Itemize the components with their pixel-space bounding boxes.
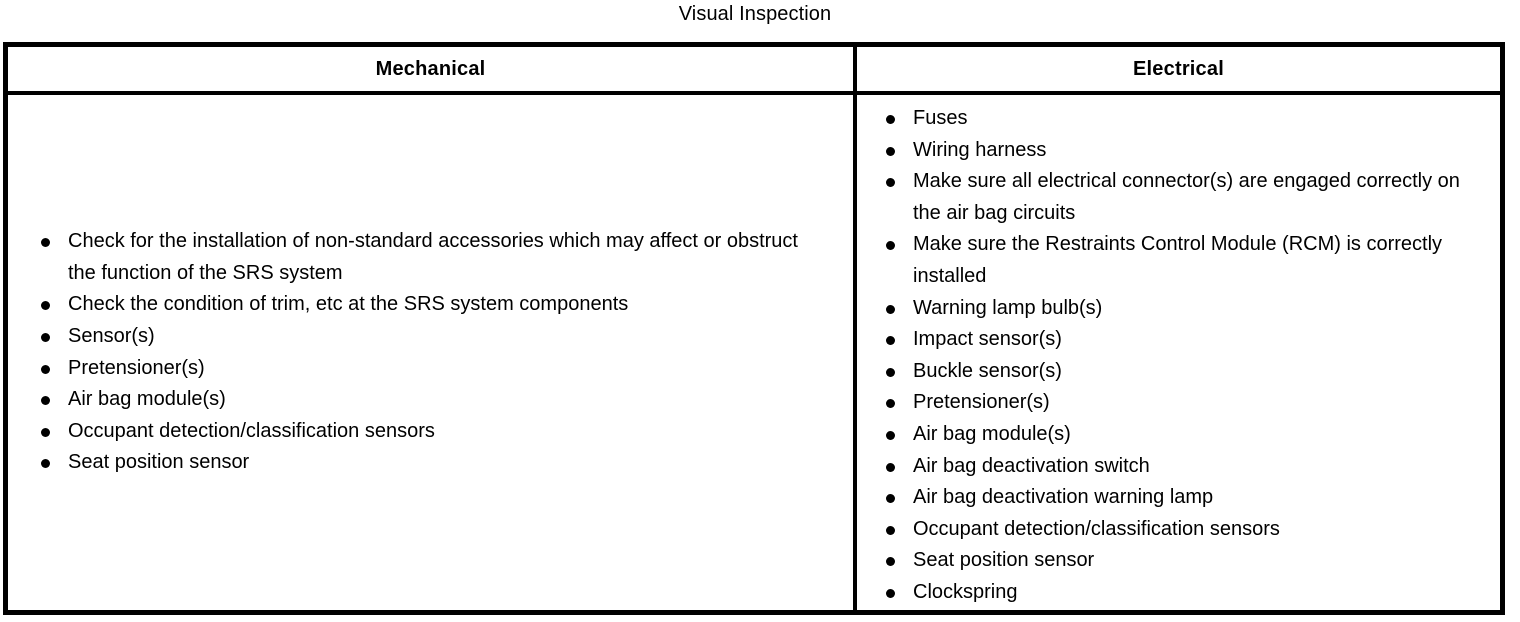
column-header-electrical-label: Electrical bbox=[1133, 57, 1224, 80]
body-cell-mechanical: Check for the installation of non-standa… bbox=[8, 95, 853, 610]
list-item: Buckle sensor(s) bbox=[883, 356, 1483, 388]
list-item: Occupant detection/classification sensor… bbox=[883, 514, 1483, 546]
visual-inspection-table: Mechanical Electrical Check for the inst… bbox=[3, 42, 1505, 615]
list-item: Sensor(s) bbox=[38, 321, 798, 353]
list-item: Pretensioner(s) bbox=[38, 353, 798, 385]
list-item: Pretensioner(s) bbox=[883, 387, 1483, 419]
list-item: Make sure the Restraints Control Module … bbox=[883, 229, 1483, 292]
header-cell-mechanical: Mechanical bbox=[8, 47, 853, 91]
list-item: Seat position sensor bbox=[883, 545, 1483, 577]
list-item: Impact sensor(s) bbox=[883, 324, 1483, 356]
list-item: Air bag module(s) bbox=[38, 384, 798, 416]
list-item: Air bag deactivation warning lamp bbox=[883, 482, 1483, 514]
mechanical-list-wrapper: Check for the installation of non-standa… bbox=[38, 95, 798, 610]
list-item: Wiring harness bbox=[883, 135, 1483, 167]
list-item: Clockspring bbox=[883, 577, 1483, 609]
list-item: Occupant detection/classification sensor… bbox=[38, 416, 798, 448]
list-item: Make sure all electrical connector(s) ar… bbox=[883, 166, 1483, 229]
header-cell-electrical: Electrical bbox=[853, 47, 1500, 91]
list-item: Air bag deactivation switch bbox=[883, 451, 1483, 483]
list-item: Air bag module(s) bbox=[883, 419, 1483, 451]
page-title: Visual Inspection bbox=[678, 3, 832, 25]
column-header-mechanical-label: Mechanical bbox=[375, 57, 486, 80]
table-body-row: Check for the installation of non-standa… bbox=[8, 95, 1500, 610]
list-item: Check the condition of trim, etc at the … bbox=[38, 289, 798, 321]
list-item: Seat position sensor bbox=[38, 447, 798, 479]
mechanical-checklist: Check for the installation of non-standa… bbox=[38, 226, 798, 479]
list-item: Check for the installation of non-standa… bbox=[38, 226, 798, 289]
list-item: Warning lamp bulb(s) bbox=[883, 293, 1483, 325]
list-item: Fuses bbox=[883, 103, 1483, 135]
table-header-row: Mechanical Electrical bbox=[8, 47, 1500, 95]
